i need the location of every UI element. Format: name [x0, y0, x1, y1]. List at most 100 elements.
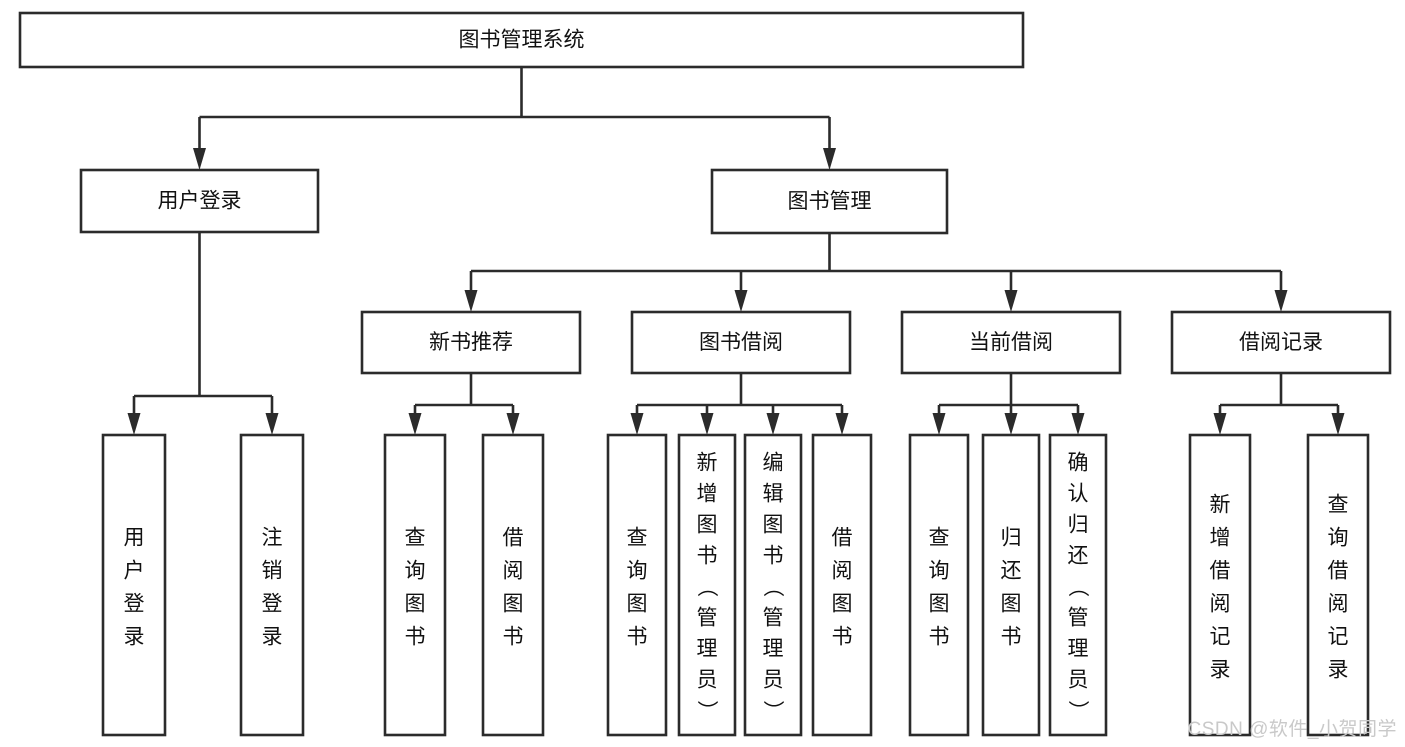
svg-text:）: ） — [761, 700, 784, 721]
svg-text:查: 查 — [1328, 494, 1349, 517]
node-label-user-login: 用户登录 — [158, 190, 242, 213]
node-leaf-edit-book-admin[interactable] — [743, 433, 803, 737]
svg-text:（: （ — [761, 576, 784, 597]
svg-text:图: 图 — [929, 593, 950, 616]
node-label-current-borrow: 当前借阅 — [969, 331, 1053, 354]
svg-text:（: （ — [1066, 576, 1089, 597]
svg-text:查: 查 — [627, 527, 648, 550]
svg-text:还: 还 — [1068, 545, 1089, 568]
svg-text:（: （ — [695, 576, 718, 597]
svg-text:记: 记 — [1328, 626, 1349, 649]
node-new-book-recommend[interactable] — [360, 310, 582, 375]
node-user-login[interactable] — [79, 168, 320, 234]
svg-text:用: 用 — [124, 527, 145, 550]
svg-text:查: 查 — [405, 527, 426, 550]
svg-text:理: 理 — [1068, 638, 1089, 661]
svg-text:员: 员 — [1068, 669, 1089, 692]
node-leaf-return-book[interactable] — [981, 433, 1041, 737]
node-book-manage[interactable] — [710, 168, 949, 235]
node-leaf-query-borrow-record[interactable] — [1306, 433, 1370, 737]
svg-text:新: 新 — [1210, 494, 1231, 517]
svg-text:管: 管 — [697, 607, 718, 630]
arrow-head-icon — [265, 413, 279, 435]
node-leaf-user-login[interactable] — [101, 433, 167, 737]
svg-text:录: 录 — [1328, 659, 1349, 682]
svg-text:注: 注 — [262, 527, 283, 550]
svg-text:管: 管 — [763, 607, 784, 630]
svg-text:录: 录 — [124, 626, 145, 649]
svg-text:认: 认 — [1068, 483, 1089, 506]
svg-text:阅: 阅 — [1328, 593, 1349, 616]
svg-text:记: 记 — [1210, 626, 1231, 649]
svg-text:图: 图 — [697, 514, 718, 537]
svg-text:书: 书 — [832, 626, 853, 649]
node-label-book-borrow: 图书借阅 — [699, 331, 783, 354]
svg-text:理: 理 — [697, 638, 718, 661]
svg-text:员: 员 — [697, 669, 718, 692]
svg-text:增: 增 — [1210, 527, 1231, 550]
svg-text:辑: 辑 — [763, 483, 784, 506]
arrow-head-icon — [1213, 413, 1227, 435]
node-borrow-record[interactable] — [1170, 310, 1392, 375]
svg-text:书: 书 — [627, 626, 648, 649]
svg-text:借: 借 — [832, 527, 853, 550]
node-leaf-query-book-new[interactable] — [383, 433, 447, 737]
arrow-head-icon — [766, 413, 780, 435]
svg-text:销: 销 — [262, 560, 283, 583]
svg-text:借: 借 — [503, 527, 524, 550]
node-leaf-add-book-admin[interactable] — [677, 433, 737, 737]
svg-text:书: 书 — [929, 626, 950, 649]
arrow-head-icon — [1331, 413, 1345, 435]
arrow-head-icon — [734, 290, 748, 312]
svg-text:确: 确 — [1068, 452, 1089, 475]
arrow-head-icon — [700, 413, 714, 435]
node-leaf-borrow-book-new[interactable] — [481, 433, 545, 737]
svg-text:）: ） — [695, 700, 718, 721]
node-root[interactable] — [18, 11, 1025, 69]
svg-text:增: 增 — [697, 483, 718, 506]
arrow-head-icon — [408, 413, 422, 435]
node-book-borrow[interactable] — [630, 310, 852, 375]
svg-text:理: 理 — [763, 638, 784, 661]
svg-text:询: 询 — [405, 560, 426, 583]
svg-text:阅: 阅 — [832, 560, 853, 583]
svg-text:书: 书 — [1001, 626, 1022, 649]
svg-text:书: 书 — [405, 626, 426, 649]
node-leaf-borrow-book[interactable] — [811, 433, 873, 737]
svg-text:图: 图 — [763, 514, 784, 537]
svg-text:户: 户 — [124, 560, 145, 583]
svg-text:归: 归 — [1001, 527, 1022, 550]
arrow-head-icon — [1071, 413, 1085, 435]
svg-text:录: 录 — [1210, 659, 1231, 682]
svg-text:借: 借 — [1210, 560, 1231, 583]
arrow-head-icon — [823, 148, 836, 170]
node-leaf-user-logout[interactable] — [239, 433, 305, 737]
csdn-watermark: CSDN @软件_小贺同学 — [1187, 719, 1397, 740]
arrow-head-icon — [506, 413, 520, 435]
node-leaf-confirm-return-admin[interactable] — [1048, 433, 1108, 737]
svg-text:借: 借 — [1328, 560, 1349, 583]
arrow-head-icon — [127, 413, 141, 435]
arrow-head-icon — [1274, 290, 1288, 312]
node-current-borrow[interactable] — [900, 310, 1122, 375]
node-leaf-query-book-current[interactable] — [908, 433, 970, 737]
svg-text:图: 图 — [832, 593, 853, 616]
arrow-head-icon — [932, 413, 946, 435]
node-leaf-add-borrow-record[interactable] — [1188, 433, 1252, 737]
node-leaf-query-book-borrow[interactable] — [606, 433, 668, 737]
arrow-head-icon — [1004, 413, 1018, 435]
svg-text:新: 新 — [697, 452, 718, 475]
svg-text:阅: 阅 — [1210, 593, 1231, 616]
